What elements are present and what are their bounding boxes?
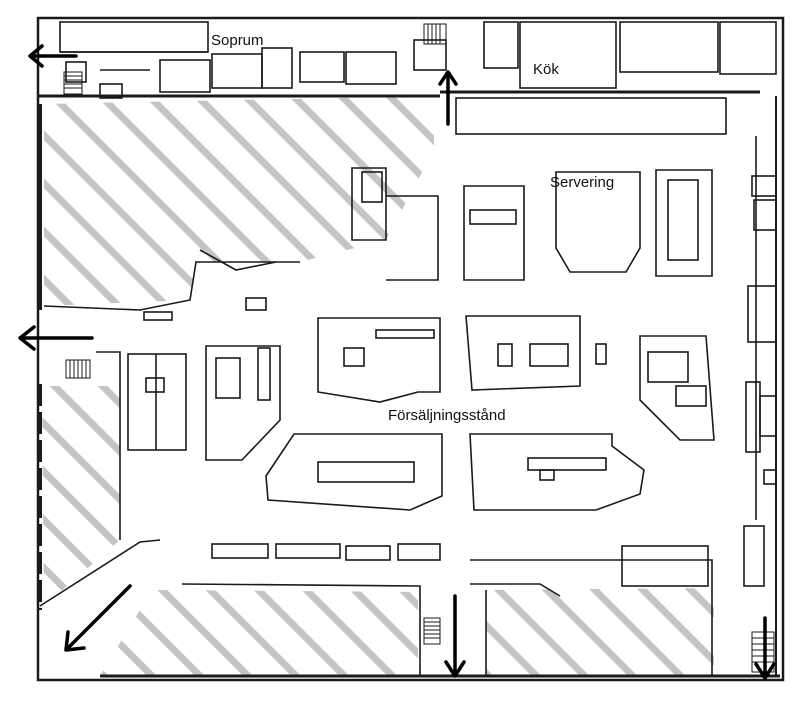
stand-3 [465, 315, 581, 391]
stair-left [65, 359, 91, 379]
hatched-zones [42, 96, 714, 676]
stair-bottom-center [423, 617, 441, 645]
hatched-zone-left [42, 386, 120, 606]
label-forsaljningsstand: Försäljningsstånd [388, 407, 506, 424]
hatched-zone-bottom-right [486, 588, 714, 676]
label-servering: Servering [550, 174, 615, 191]
exit-arrow-bottom-right [754, 616, 776, 680]
exit-arrow-middle-left [18, 325, 94, 351]
stand-1 [205, 345, 281, 461]
top-rooms [59, 21, 777, 135]
stand-2 [317, 317, 441, 403]
exit-arrow-top-center [438, 70, 458, 126]
bottom-structures [39, 539, 713, 676]
exit-arrows [18, 44, 776, 680]
stand-4 [639, 335, 715, 441]
hatched-zone-bottom-left [100, 590, 418, 676]
serving-structures [351, 167, 713, 281]
stand-5 [265, 433, 443, 511]
sales-stands [205, 315, 715, 511]
exit-arrow-top-left [28, 44, 78, 68]
stair-bottom-right [751, 631, 775, 673]
stair-top-left [63, 71, 83, 95]
stairs [63, 23, 775, 673]
stand-6 [469, 433, 645, 511]
label-soprum: Soprum [211, 32, 264, 49]
right-structures [743, 136, 777, 587]
hatched-zone-upper-left [44, 96, 434, 306]
building-outline [36, 16, 785, 682]
exit-arrow-bottom-center [444, 594, 466, 678]
exit-arrow-bottom-left [64, 584, 132, 652]
label-kok: Kök [533, 61, 559, 78]
left-structures [43, 249, 300, 540]
stair-top-center [423, 23, 447, 45]
